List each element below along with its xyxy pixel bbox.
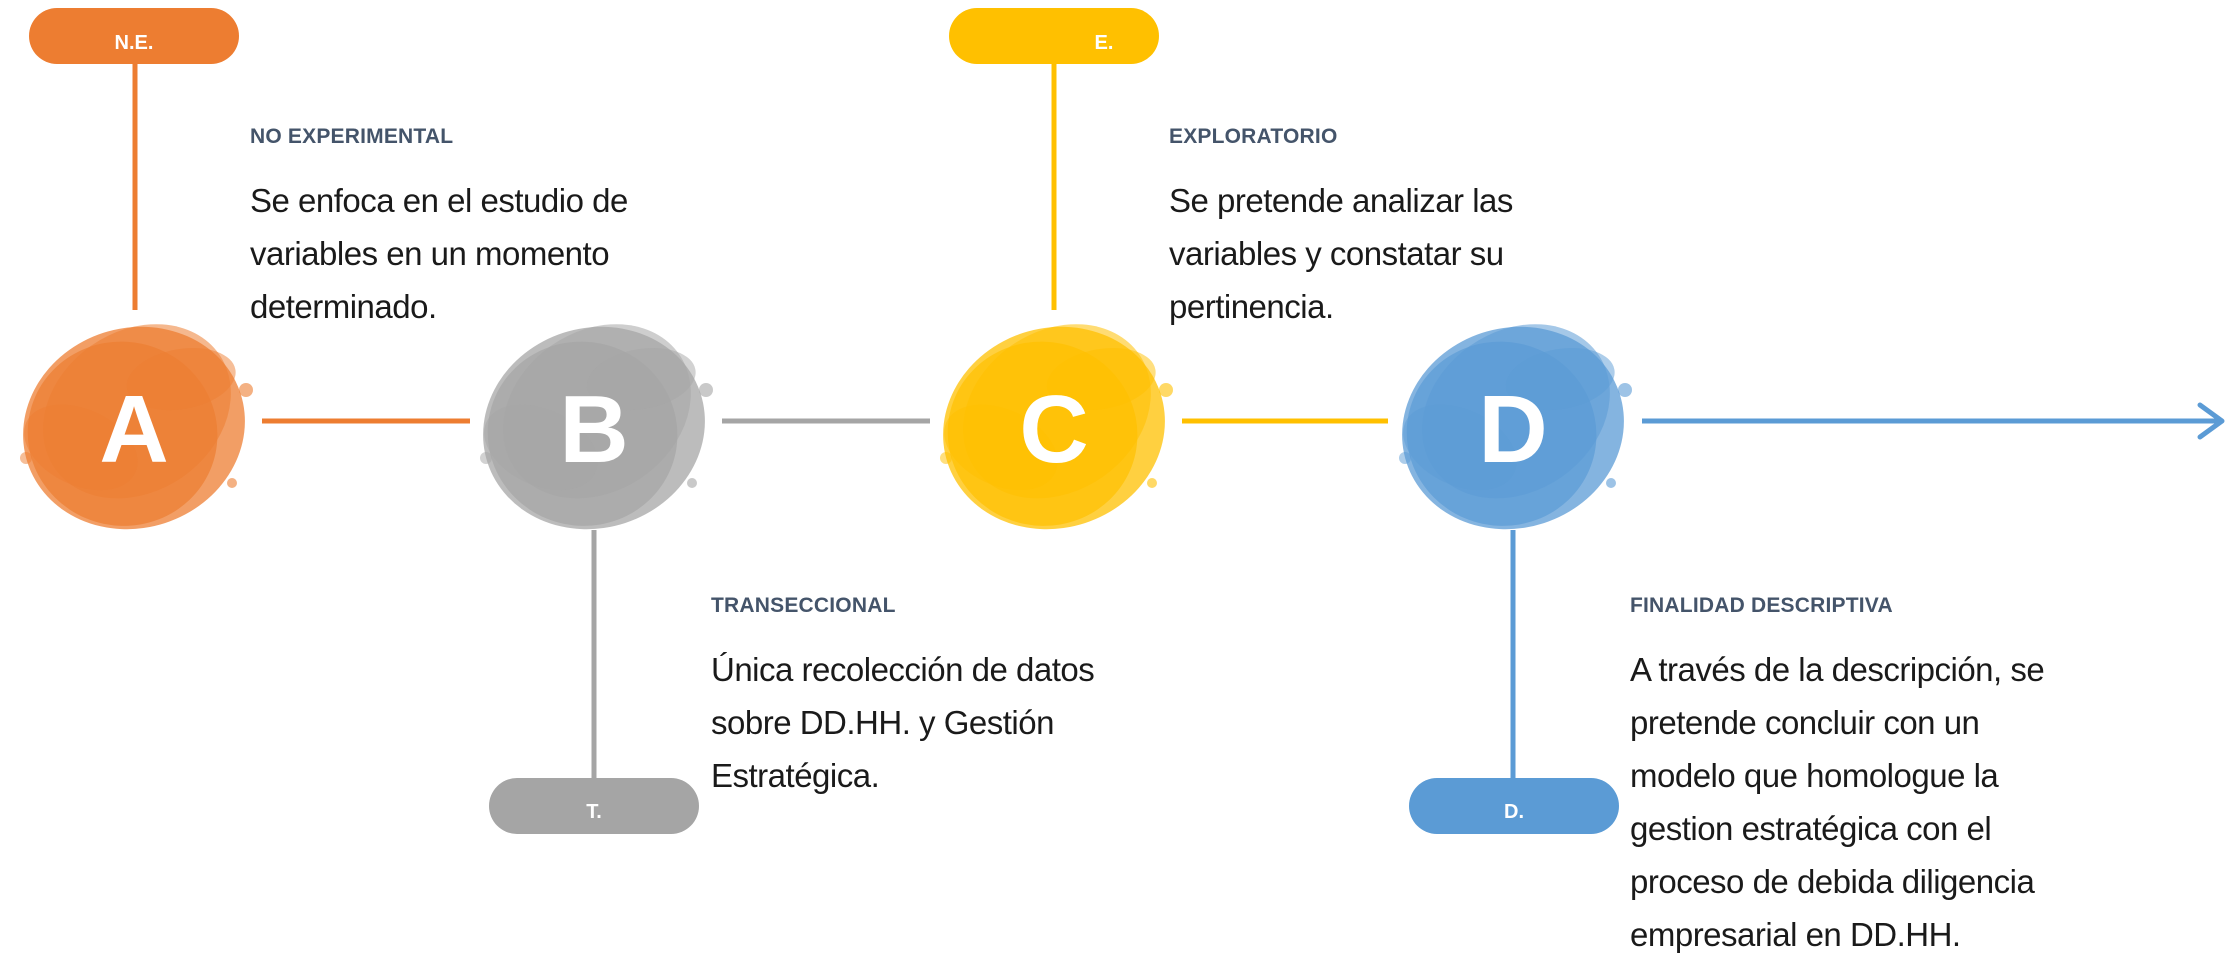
step-a-letter: A (99, 376, 168, 483)
step-a-heading: NO EXPERIMENTAL (250, 125, 454, 148)
step-c-description: Se pretende analizar las variables y con… (1169, 182, 1513, 325)
step-c-letter: C (1019, 376, 1088, 483)
tag-pill-a-label: N.E. (115, 32, 154, 54)
step-d-letter: D (1478, 376, 1547, 483)
tag-pill-d-label: D. (1504, 801, 1524, 823)
step-c-blob: C (940, 324, 1173, 530)
step-b-letter: B (559, 376, 628, 483)
step-b-description: Única recolección de datos sobre DD.HH. … (711, 651, 1095, 794)
step-c-heading: EXPLORATORIO (1169, 125, 1338, 148)
tag-pill-b-label: T. (586, 801, 602, 823)
step-a-blob: A (20, 324, 253, 530)
step-d-blob: D (1399, 324, 1632, 530)
tag-pill-c: E. (949, 8, 1159, 64)
step-b-blob: B (480, 324, 713, 530)
tag-pill-a: N.E. (29, 8, 239, 64)
tag-pill-b: T. (489, 778, 699, 834)
step-d-description: A través de la descripción, se pretende … (1630, 651, 2045, 953)
timeline-arrowhead (2197, 402, 2225, 440)
step-b-heading: TRANSECCIONAL (711, 594, 896, 617)
step-a-description: Se enfoca en el estudio de variables en … (250, 182, 628, 325)
tag-pill-d: D. (1409, 778, 1619, 834)
tag-pill-c-label: E. (1095, 32, 1114, 54)
step-d-heading: FINALIDAD DESCRIPTIVA (1630, 594, 1893, 617)
